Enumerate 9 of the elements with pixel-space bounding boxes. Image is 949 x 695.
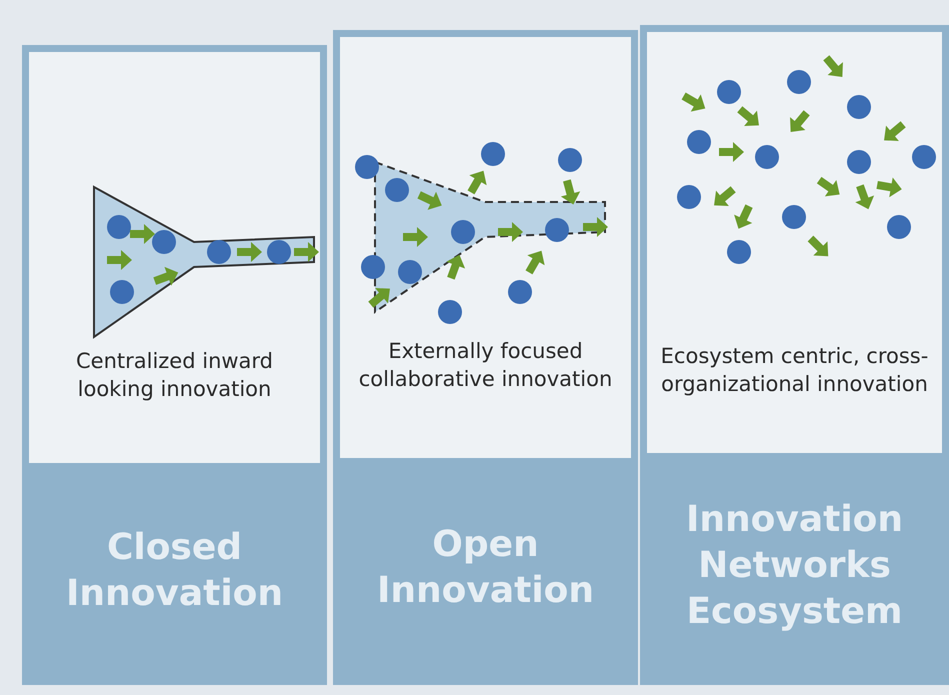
panel-card bbox=[22, 45, 327, 685]
description-text: Ecosystem centric, cross-organizational innovation bbox=[660, 343, 930, 398]
panel-card bbox=[640, 25, 949, 685]
description-text: Externally focused collaborative innovation bbox=[358, 338, 614, 393]
description-text: Centralized inward looking innovation bbox=[74, 348, 274, 403]
panel-card bbox=[333, 30, 638, 685]
panel-title: Innovation Networks Ecosystem bbox=[684, 498, 904, 634]
panel-title: Open Innovation bbox=[376, 523, 596, 613]
panel-title: Closed Innovation bbox=[64, 526, 284, 616]
